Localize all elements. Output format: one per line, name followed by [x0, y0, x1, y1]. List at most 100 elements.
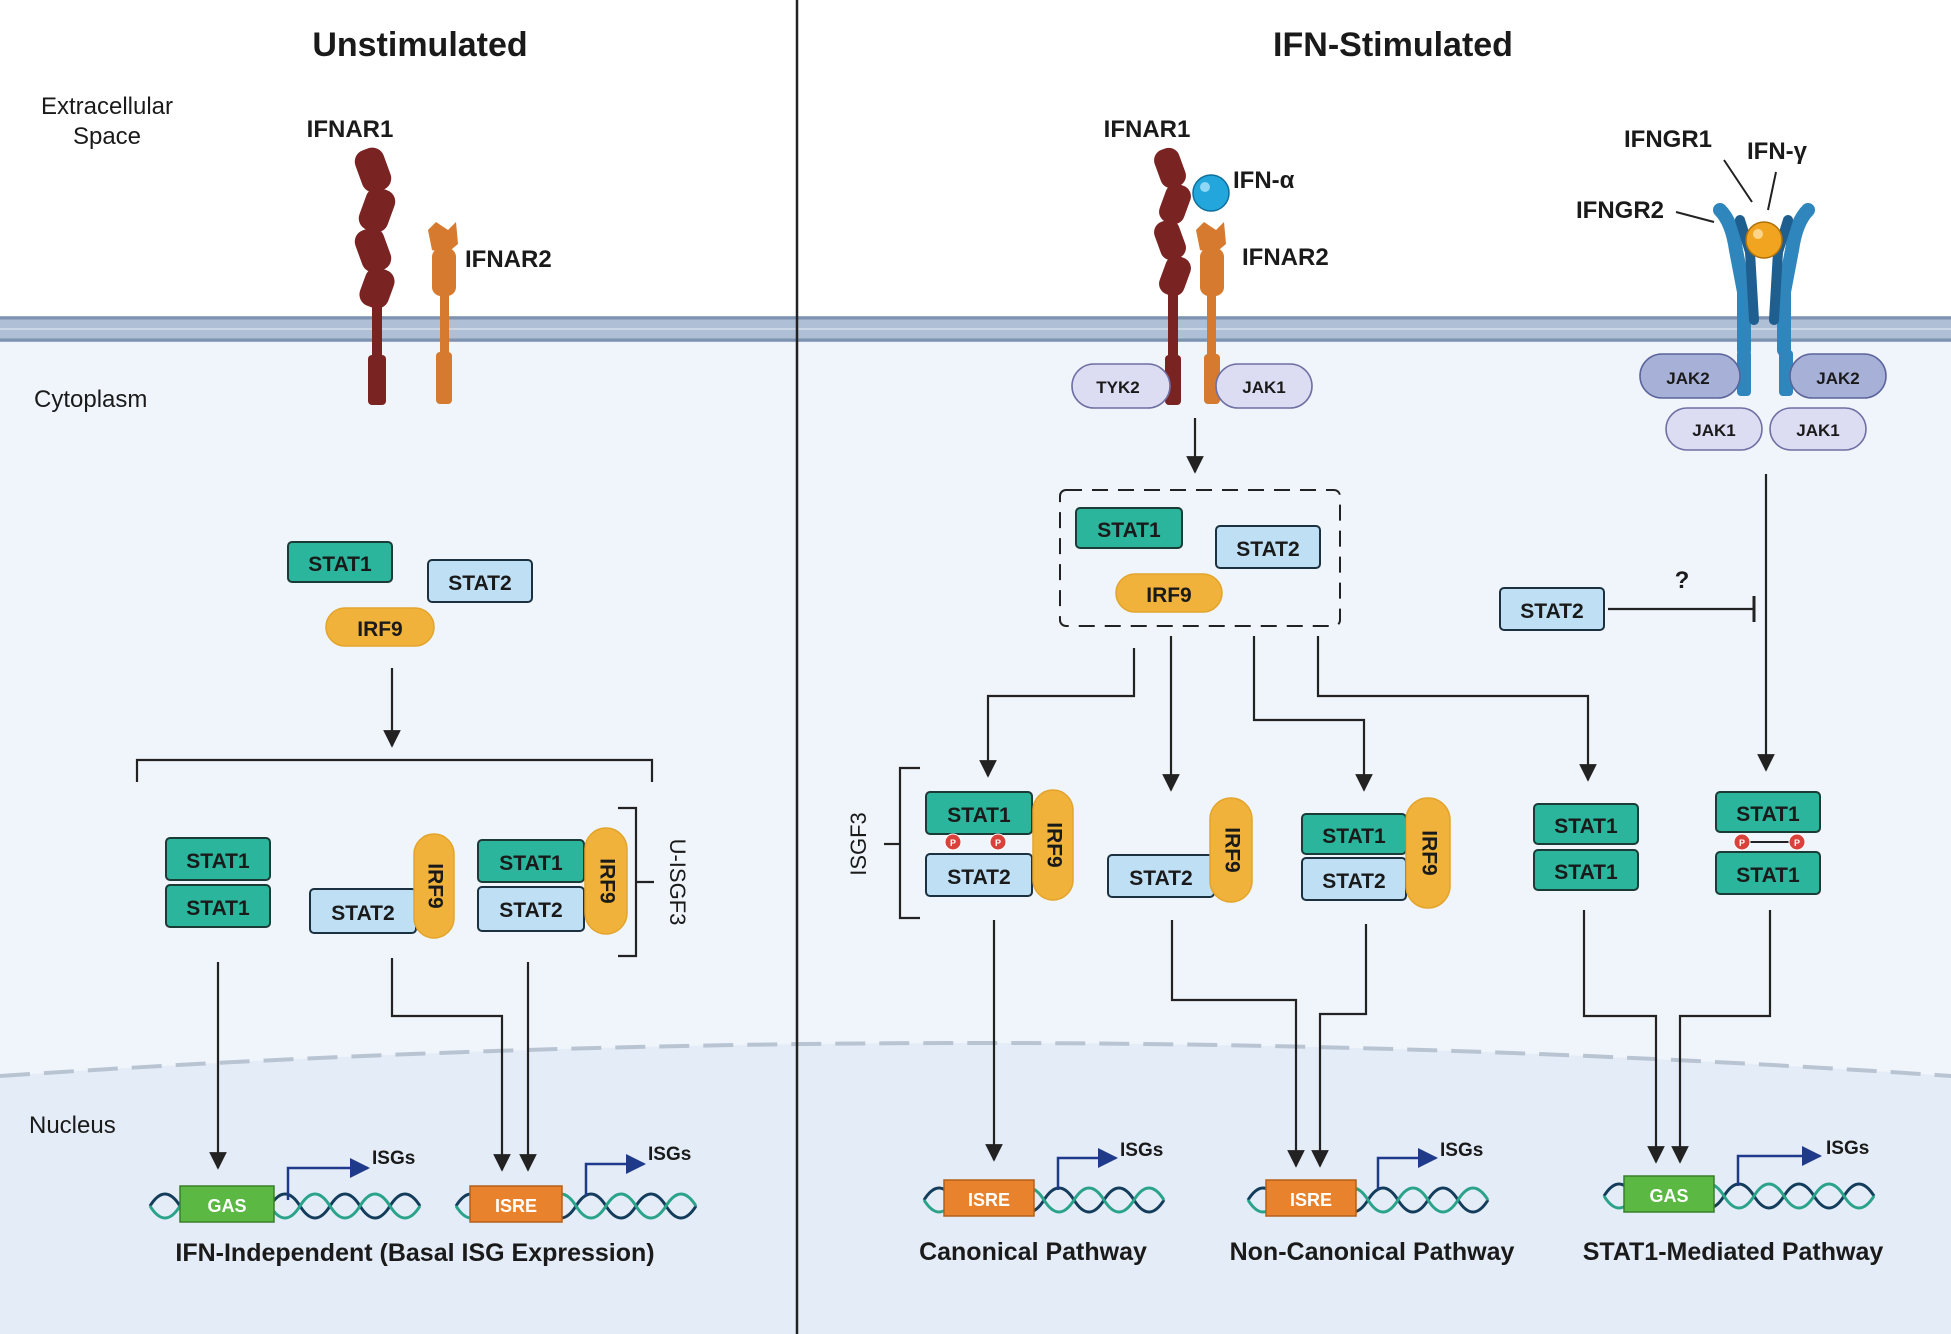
stat1-pool: STAT1 — [1075, 507, 1183, 549]
isgs-label-canonical: ISGs — [1120, 1140, 1163, 1161]
jak2-kinase-right: JAK2 — [1789, 353, 1887, 399]
stat1-homodimer-left: STAT1 STAT1 — [165, 837, 271, 928]
svg-text:IRF9: IRF9 — [1042, 822, 1065, 868]
tyk2-kinase: TYK2 — [1071, 363, 1171, 409]
arrow-noncanonical-to-isre — [1311, 924, 1368, 1168]
stat2-free-left: STAT2 — [427, 559, 533, 603]
svg-text:STAT2: STAT2 — [947, 866, 1010, 889]
arrow-stat2irf9-to-isre-right — [1170, 920, 1305, 1168]
ifngr2-label: IFNGR2 — [1576, 197, 1664, 224]
isre-element-left: ISRE — [469, 1185, 563, 1223]
svg-text:GAS: GAS — [1649, 1186, 1688, 1206]
svg-text:STAT1: STAT1 — [186, 897, 250, 920]
u-isgf3-complex: STAT1 STAT2 IRF9 — [477, 827, 628, 935]
pathway-label-basal: IFN-Independent (Basal ISG Expression) — [175, 1239, 654, 1267]
extracellular-label-line2: Space — [73, 123, 141, 150]
svg-text:P: P — [1794, 838, 1800, 848]
svg-text:IRF9: IRF9 — [1220, 827, 1243, 873]
svg-text:STAT2: STAT2 — [499, 899, 562, 922]
nuclear-envelope — [0, 1041, 1951, 1078]
isre-element-canonical: ISRE — [943, 1179, 1035, 1217]
svg-text:STAT2: STAT2 — [1322, 870, 1385, 893]
stat2-pool: STAT2 — [1215, 525, 1321, 569]
svg-text:P: P — [1739, 838, 1745, 848]
stat1-homodimer-unphosphorylated: STAT1 STAT1 — [1533, 803, 1639, 891]
svg-text:STAT2: STAT2 — [1520, 600, 1583, 623]
svg-text:GAS: GAS — [207, 1196, 246, 1216]
jak2-kinase-left: JAK2 — [1639, 353, 1741, 399]
unknown-mechanism-mark: ? — [1675, 567, 1690, 594]
ifnar2-label-left: IFNAR2 — [465, 246, 552, 273]
arrow-stat1-homodimer-to-gas — [1582, 910, 1665, 1164]
ifngr1-leader — [1723, 159, 1753, 203]
svg-text:STAT2: STAT2 — [1129, 867, 1192, 890]
svg-text:ISRE: ISRE — [1290, 1190, 1332, 1210]
extracellular-label-line1: Extracellular — [41, 93, 173, 120]
transcription-arrow-canonical — [1056, 1148, 1118, 1190]
svg-text:IRF9: IRF9 — [357, 618, 403, 641]
ifn-alpha-label: IFN-α — [1233, 167, 1295, 194]
gas-element-right: GAS — [1623, 1175, 1715, 1213]
svg-text:STAT1: STAT1 — [1554, 861, 1618, 884]
isgs-label-isre-left: ISGs — [648, 1144, 691, 1165]
isgf3-label: ISGF3 — [846, 812, 871, 876]
stat2-inhibitor: STAT2 — [1499, 587, 1605, 631]
transcription-arrow-gas-right — [1736, 1146, 1822, 1186]
svg-text:STAT1: STAT1 — [1097, 519, 1161, 542]
svg-text:P: P — [995, 838, 1001, 848]
svg-text:STAT1: STAT1 — [1736, 864, 1800, 887]
arrow-pool-to-noncanonical-isgf3 — [1252, 636, 1373, 792]
svg-text:IRF9: IRF9 — [1417, 830, 1440, 876]
ifnar2-label-right: IFNAR2 — [1242, 244, 1329, 271]
jak1-kinase-ifngr-left: JAK1 — [1665, 407, 1763, 451]
svg-text:STAT1: STAT1 — [947, 804, 1011, 827]
svg-text:STAT2: STAT2 — [331, 902, 394, 925]
extracellular-space — [0, 0, 1951, 318]
arrow-pool-to-stat1-homodimer — [1316, 636, 1597, 782]
ifn-gamma-highlight — [1753, 229, 1763, 239]
isgs-label-noncanonical: ISGs — [1440, 1140, 1483, 1161]
isgs-label-gas-right: ISGs — [1826, 1138, 1869, 1159]
svg-text:JAK1: JAK1 — [1692, 421, 1735, 440]
ifn-gamma-leader — [1767, 171, 1777, 211]
svg-text:STAT2: STAT2 — [1236, 538, 1299, 561]
svg-text:JAK1: JAK1 — [1242, 378, 1285, 397]
arrow-stat2irf9-to-isre-left — [390, 958, 511, 1172]
svg-text:JAK2: JAK2 — [1816, 369, 1859, 388]
isgf3-canonical-complex: STAT1 STAT2 IRF9 — [925, 789, 1074, 901]
transcription-arrow-gas-left — [286, 1158, 370, 1200]
jak1-kinase-ifnar: JAK1 — [1215, 363, 1313, 409]
ifn-gamma-ligand — [1745, 221, 1783, 259]
ifnar1-receptor-left — [354, 147, 396, 405]
svg-text:STAT1: STAT1 — [499, 852, 563, 875]
stat1-homodimer-phosphorylated: STAT1 STAT1 — [1715, 791, 1821, 895]
svg-text:P: P — [950, 838, 956, 848]
ifnar1-label-right: IFNAR1 — [1104, 116, 1191, 143]
svg-text:STAT1: STAT1 — [1322, 825, 1386, 848]
svg-text:JAK2: JAK2 — [1666, 369, 1709, 388]
plasma-membrane — [0, 316, 1951, 342]
svg-text:STAT1: STAT1 — [308, 553, 372, 576]
svg-text:STAT1: STAT1 — [186, 850, 250, 873]
svg-text:JAK1: JAK1 — [1796, 421, 1839, 440]
svg-text:STAT1: STAT1 — [1736, 803, 1800, 826]
isre-element-noncanonical: ISRE — [1265, 1179, 1357, 1217]
phospho-mark-stat1-1: P — [1733, 833, 1751, 851]
unstimulated-title: Unstimulated — [312, 26, 527, 64]
ifngr-receptor-complex — [1713, 203, 1815, 396]
cytoplasm-label: Cytoplasm — [34, 386, 147, 413]
transcription-arrow-noncanonical — [1376, 1148, 1438, 1190]
ifnar2-receptor-right — [1196, 222, 1226, 404]
ifnar1-label-left: IFNAR1 — [307, 116, 394, 143]
jak1-kinase-ifngr-right: JAK1 — [1769, 407, 1867, 451]
pathway-label-canonical: Canonical Pathway — [919, 1238, 1147, 1266]
ifn-alpha-highlight — [1200, 182, 1210, 192]
isgf3-noncanonical-complex: STAT1 STAT2 IRF9 — [1301, 797, 1451, 909]
stat2-irf9-dimer-left: STAT2 IRF9 — [309, 833, 455, 939]
ifn-gamma-label: IFN-γ — [1747, 138, 1808, 165]
arrow-phospho-stat1-to-gas — [1671, 910, 1772, 1164]
phospho-mark-isgf3-2: P — [989, 833, 1007, 851]
ifngr1-label: IFNGR1 — [1624, 126, 1712, 153]
